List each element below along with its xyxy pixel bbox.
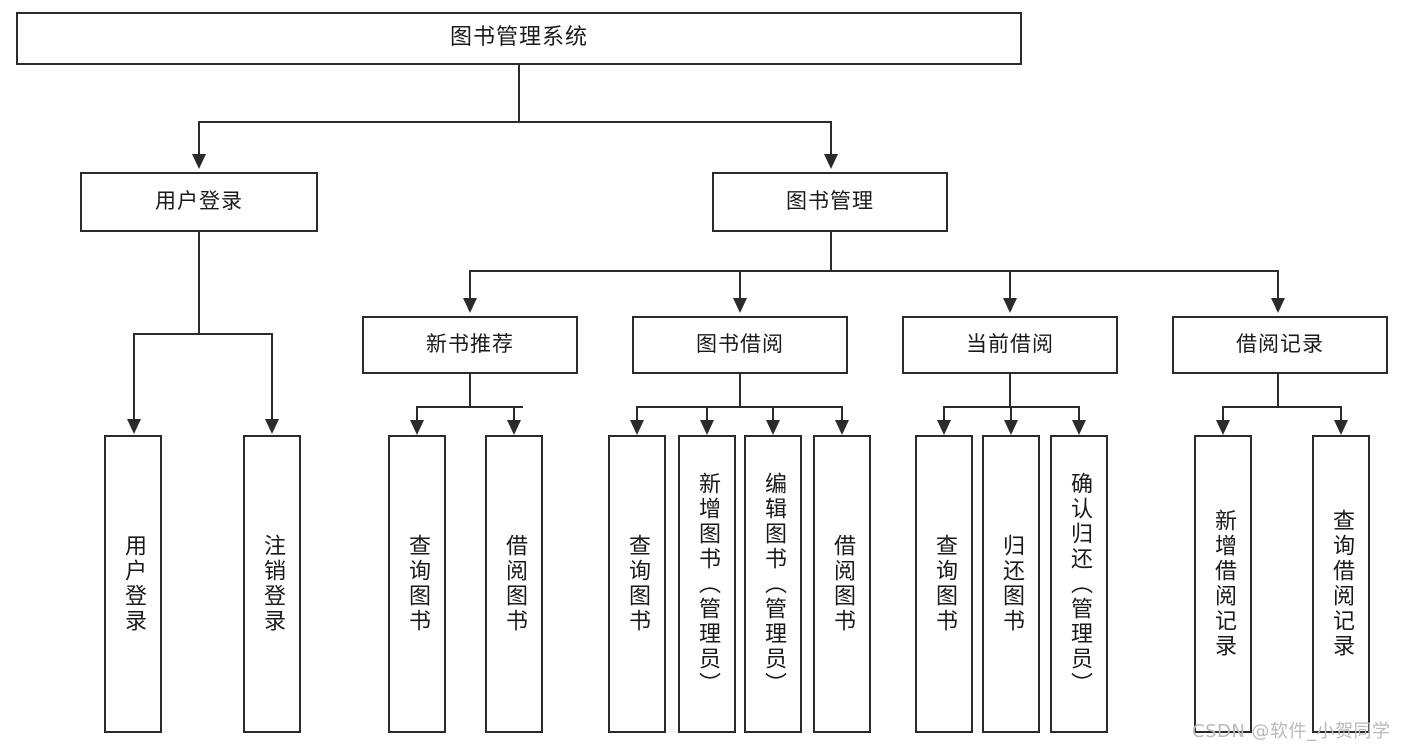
leaf-user-login-1[interactable]: 用户登录 <box>104 435 162 733</box>
connector-borrow-leaf2 <box>706 406 708 422</box>
leaf-current-1-label: 查询图书 <box>932 534 957 634</box>
leaf-current-3-label: 确认归还（管理员） <box>1067 471 1092 697</box>
leaf-borrow-1-label: 查询图书 <box>625 534 650 634</box>
connector-borrow-bar <box>636 406 843 408</box>
leaf-recommend-1[interactable]: 查询图书 <box>388 435 446 733</box>
arrow-current-leaf1 <box>937 420 951 435</box>
node-borrow-record[interactable]: 借阅记录 <box>1172 316 1388 374</box>
leaf-record-2[interactable]: 查询借阅记录 <box>1312 435 1370 733</box>
connector-user-login-trunk <box>198 232 200 334</box>
connector-book-manage-trunk <box>830 232 832 271</box>
connector-to-current-borrow <box>1009 270 1011 300</box>
connector-record-trunk <box>1277 374 1279 407</box>
node-root-label: 图书管理系统 <box>449 25 588 51</box>
arrow-borrow-leaf1 <box>630 420 644 435</box>
leaf-record-2-label: 查询借阅记录 <box>1329 509 1354 659</box>
connector-current-leaf3 <box>1078 406 1080 422</box>
arrow-to-book-borrow <box>733 298 747 313</box>
arrow-current-leaf2 <box>1004 420 1018 435</box>
arrow-user-login-leaf1 <box>127 419 141 434</box>
node-book-borrow-label: 图书借阅 <box>696 332 784 357</box>
arrow-user-login-leaf2 <box>265 419 279 434</box>
node-new-book-recommend-label: 新书推荐 <box>426 332 514 357</box>
leaf-recommend-1-label: 查询图书 <box>405 534 430 634</box>
leaf-record-1-label: 新增借阅记录 <box>1211 509 1236 659</box>
arrow-to-borrow-record <box>1271 298 1285 313</box>
arrow-to-new-book-recommend <box>463 298 477 313</box>
arrow-root-to-book-manage <box>824 154 838 169</box>
leaf-user-login-2[interactable]: 注销登录 <box>243 435 301 733</box>
arrow-recommend-leaf2 <box>507 420 521 435</box>
connector-borrow-leaf3 <box>772 406 774 422</box>
connector-root-bar <box>198 121 832 123</box>
arrow-recommend-leaf1 <box>410 420 424 435</box>
arrow-record-leaf1 <box>1216 420 1230 435</box>
connector-current-leaf1 <box>943 406 945 422</box>
leaf-user-login-2-label: 注销登录 <box>260 534 285 634</box>
arrow-borrow-leaf4 <box>835 420 849 435</box>
leaf-recommend-2[interactable]: 借阅图书 <box>485 435 543 733</box>
connector-root-trunk <box>518 65 520 122</box>
node-current-borrow[interactable]: 当前借阅 <box>902 316 1118 374</box>
connector-to-new-book-recommend <box>469 270 471 300</box>
leaf-borrow-2-label: 新增图书（管理员） <box>695 471 720 697</box>
connector-borrow-leaf4 <box>841 406 843 422</box>
connector-borrow-leaf1 <box>636 406 638 422</box>
leaf-user-login-1-label: 用户登录 <box>121 534 146 634</box>
leaf-borrow-2[interactable]: 新增图书（管理员） <box>678 435 736 733</box>
node-user-login-label: 用户登录 <box>155 189 243 214</box>
node-current-borrow-label: 当前借阅 <box>966 332 1054 357</box>
connector-user-login-bar <box>133 333 273 335</box>
leaf-current-1[interactable]: 查询图书 <box>915 435 973 733</box>
arrow-borrow-leaf3 <box>766 420 780 435</box>
node-book-manage[interactable]: 图书管理 <box>712 172 948 232</box>
arrow-current-leaf3 <box>1072 420 1086 435</box>
connector-recommend-leaf1 <box>416 406 418 422</box>
node-book-borrow[interactable]: 图书借阅 <box>632 316 848 374</box>
node-root[interactable]: 图书管理系统 <box>16 12 1022 65</box>
leaf-borrow-4-label: 借阅图书 <box>830 534 855 634</box>
connector-root-to-user-login <box>198 121 200 156</box>
node-new-book-recommend[interactable]: 新书推荐 <box>362 316 578 374</box>
connector-to-borrow-record <box>1277 270 1279 300</box>
connector-book-manage-bar <box>469 270 1279 272</box>
connector-user-login-leaf1 <box>133 333 135 421</box>
leaf-borrow-1[interactable]: 查询图书 <box>608 435 666 733</box>
connector-recommend-leaf2 <box>513 406 515 422</box>
arrow-record-leaf2 <box>1334 420 1348 435</box>
connector-current-leaf2 <box>1010 406 1012 422</box>
leaf-borrow-3[interactable]: 编辑图书（管理员） <box>744 435 802 733</box>
connector-record-leaf2 <box>1340 406 1342 422</box>
leaf-borrow-3-label: 编辑图书（管理员） <box>761 471 786 697</box>
leaf-recommend-2-label: 借阅图书 <box>502 534 527 634</box>
connector-current-trunk <box>1009 374 1011 407</box>
connector-root-to-book-manage <box>830 121 832 156</box>
arrow-borrow-leaf2 <box>700 420 714 435</box>
connector-borrow-trunk <box>739 374 741 407</box>
leaf-current-2[interactable]: 归还图书 <box>982 435 1040 733</box>
arrow-to-current-borrow <box>1003 298 1017 313</box>
connector-recommend-trunk <box>469 374 471 407</box>
leaf-borrow-4[interactable]: 借阅图书 <box>813 435 871 733</box>
node-book-manage-label: 图书管理 <box>786 189 874 214</box>
node-user-login[interactable]: 用户登录 <box>80 172 318 232</box>
leaf-current-2-label: 归还图书 <box>999 534 1024 634</box>
leaf-current-3[interactable]: 确认归还（管理员） <box>1050 435 1108 733</box>
leaf-record-1[interactable]: 新增借阅记录 <box>1194 435 1252 733</box>
node-borrow-record-label: 借阅记录 <box>1236 332 1324 357</box>
connector-recommend-bar <box>416 406 523 408</box>
arrow-root-to-user-login <box>192 154 206 169</box>
connector-record-bar <box>1222 406 1342 408</box>
watermark-text: CSDN @软件_小贺同学 <box>1192 721 1391 742</box>
connector-record-leaf1 <box>1222 406 1224 422</box>
connector-to-book-borrow <box>739 270 741 300</box>
connector-user-login-leaf2 <box>271 333 273 421</box>
